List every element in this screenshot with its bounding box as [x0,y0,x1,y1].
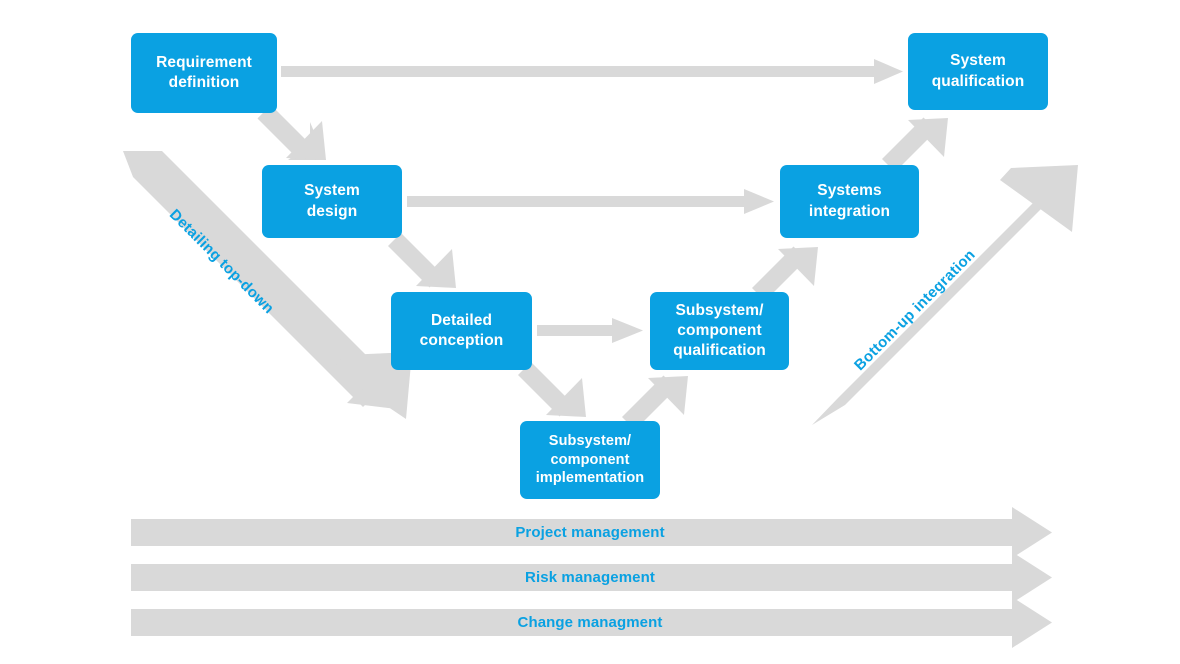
arrow-systems-integration-to-system-qualification [882,117,948,172]
arrow-implementation-to-subsystem-qualification [622,375,688,430]
node-system-design[interactable]: System design [262,165,402,238]
arrow-requirement-to-system-design [257,105,326,160]
node-requirement-definition[interactable]: Requirement definition [131,33,277,113]
arrow-detailed-conception-to-implementation [518,362,586,417]
band-arrow-project-management [131,507,1052,558]
label-change-management: Change managment [517,614,663,631]
arrow-system-design-to-systems-integration [407,189,774,214]
node-systems-integration[interactable]: Systems integration [780,165,919,238]
bottom-up-integration-arrow [812,165,1078,425]
detailing-top-down-arrow [123,151,412,419]
band-arrow-risk-management [131,552,1052,603]
label-project-management: Project management [515,524,665,541]
node-subsystem-component-implementation[interactable]: Subsystem/ component implementation [520,421,660,499]
arrow-system-design-to-detailed-conception [388,233,456,288]
band-arrow-change-management [131,597,1052,648]
node-system-qualification[interactable]: System qualification [908,33,1048,110]
arrow-detailed-conception-to-subsystem-qualification [537,318,643,343]
arrow-subsystem-qualification-to-systems-integration [752,246,818,301]
node-subsystem-component-qualification[interactable]: Subsystem/ component qualification [650,292,789,370]
arrow-requirement-to-system-qualification [281,59,903,84]
node-detailed-conception[interactable]: Detailed conception [391,292,532,370]
label-risk-management: Risk management [525,569,655,586]
